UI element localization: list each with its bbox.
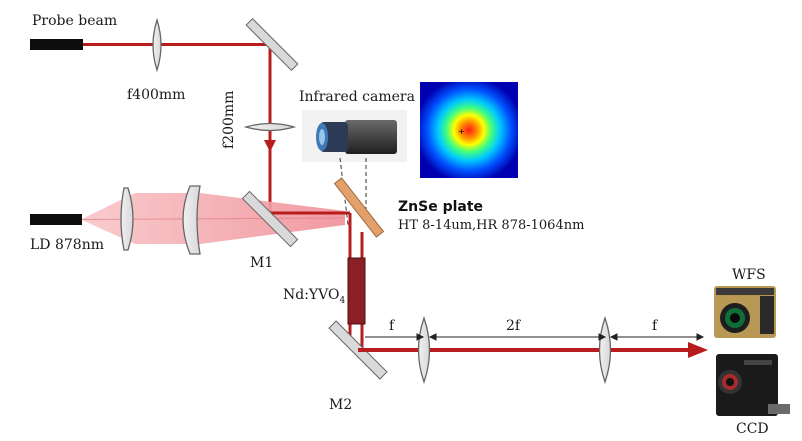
wfs-device (714, 286, 776, 338)
lens-f200 (243, 122, 297, 132)
label-dist-f1: f (389, 318, 396, 334)
distance-markers (365, 333, 705, 341)
label-probe-beam: Probe beam (32, 13, 117, 29)
ld-source (30, 214, 82, 225)
steering-mirror (245, 17, 299, 72)
label-znse-spec: HT 8-14um,HR 878-1064nm (398, 218, 584, 233)
label-m1: M1 (250, 255, 273, 271)
label-lens-f200: f200mm (221, 91, 237, 149)
label-crystal: Nd:YVO4 (283, 287, 346, 306)
probe-beam-arrow (264, 140, 276, 152)
camera-view-left (339, 157, 349, 226)
lens-f400 (152, 17, 162, 73)
label-lens-f400: f400mm (127, 87, 185, 103)
znse-plate (333, 177, 385, 238)
thermal-image (420, 82, 518, 178)
ccd-device (716, 354, 790, 416)
probe-beam-source (30, 39, 83, 50)
crystal-ndyvo4 (347, 257, 366, 325)
ld-lens-2 (182, 185, 201, 255)
output-beam-arrow (688, 342, 708, 358)
label-infrared-camera: Infrared camera (299, 89, 415, 105)
label-m2: M2 (329, 397, 352, 413)
thermal-crosshair: + (458, 127, 465, 136)
label-dist-2f: 2f (506, 318, 522, 334)
infrared-camera (302, 110, 407, 162)
mirror-m1 (241, 190, 299, 248)
output-lens-2 (598, 315, 612, 385)
label-ld: LD 878nm (30, 237, 104, 253)
output-lens-1 (417, 315, 431, 385)
label-dist-f2: f (652, 318, 659, 334)
label-znse-plate: ZnSe plate (398, 199, 483, 215)
ld-lens-1 (120, 187, 134, 251)
label-wfs: WFS (732, 267, 766, 283)
label-ccd: CCD (736, 421, 769, 437)
